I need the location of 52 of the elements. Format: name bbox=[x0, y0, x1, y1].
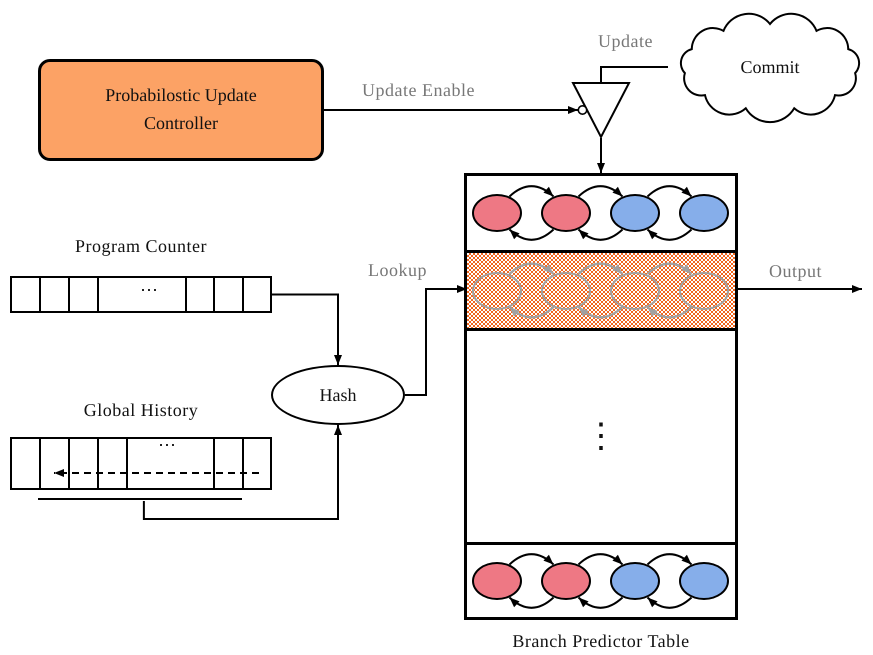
register-label: Global History bbox=[82, 400, 200, 421]
arrow bbox=[142, 425, 342, 520]
state-circle bbox=[472, 194, 522, 232]
arrow bbox=[646, 596, 692, 609]
state-circle bbox=[610, 194, 660, 232]
edge-label: Lookup bbox=[368, 260, 427, 281]
highlighted-table-row bbox=[467, 250, 735, 328]
process-box bbox=[38, 59, 324, 161]
state-circle bbox=[472, 272, 522, 310]
arrow bbox=[578, 306, 624, 318]
state-circle bbox=[541, 194, 591, 232]
edge-label: Update bbox=[598, 31, 653, 52]
arrow bbox=[738, 285, 862, 293]
vertical-ellipsis: ⋮ bbox=[584, 420, 618, 454]
arrow bbox=[597, 138, 605, 173]
state-circle bbox=[679, 194, 729, 232]
state-circle bbox=[679, 272, 729, 310]
arrow bbox=[508, 553, 554, 566]
table-caption: Branch Predictor Table bbox=[511, 631, 691, 652]
arrow bbox=[272, 294, 342, 365]
arrow bbox=[508, 596, 554, 609]
edge-label: Update Enable bbox=[362, 80, 475, 101]
arrow bbox=[578, 262, 624, 275]
state-circle bbox=[610, 562, 660, 600]
arrow bbox=[646, 185, 692, 198]
arrow bbox=[578, 228, 624, 241]
arrow bbox=[405, 285, 467, 396]
state-circle bbox=[610, 272, 660, 310]
state-circle bbox=[541, 562, 591, 600]
arrow bbox=[508, 306, 554, 318]
edge-label: Output bbox=[769, 261, 822, 282]
arrow bbox=[578, 596, 624, 609]
arrow bbox=[646, 228, 692, 241]
arrow bbox=[508, 228, 554, 241]
arrow bbox=[324, 106, 578, 114]
tristate-buffer-symbol bbox=[572, 82, 630, 138]
arrow bbox=[508, 185, 554, 198]
state-circle bbox=[472, 562, 522, 600]
arrow bbox=[578, 553, 624, 566]
arrow bbox=[508, 262, 554, 275]
state-circle bbox=[541, 272, 591, 310]
state-circle bbox=[679, 562, 729, 600]
cloud-text: Commit bbox=[740, 56, 800, 78]
arrow bbox=[646, 553, 692, 566]
register-label: Program Counter bbox=[74, 236, 208, 257]
arrow bbox=[578, 185, 624, 198]
ellipse-text: Hash bbox=[320, 384, 356, 406]
ellipsis: ⋯ bbox=[139, 280, 159, 302]
arrow bbox=[646, 262, 692, 275]
arrow bbox=[646, 306, 692, 318]
ellipsis: ⋯ bbox=[157, 435, 177, 457]
box-text: Probabilostic Update Controller bbox=[104, 84, 258, 135]
